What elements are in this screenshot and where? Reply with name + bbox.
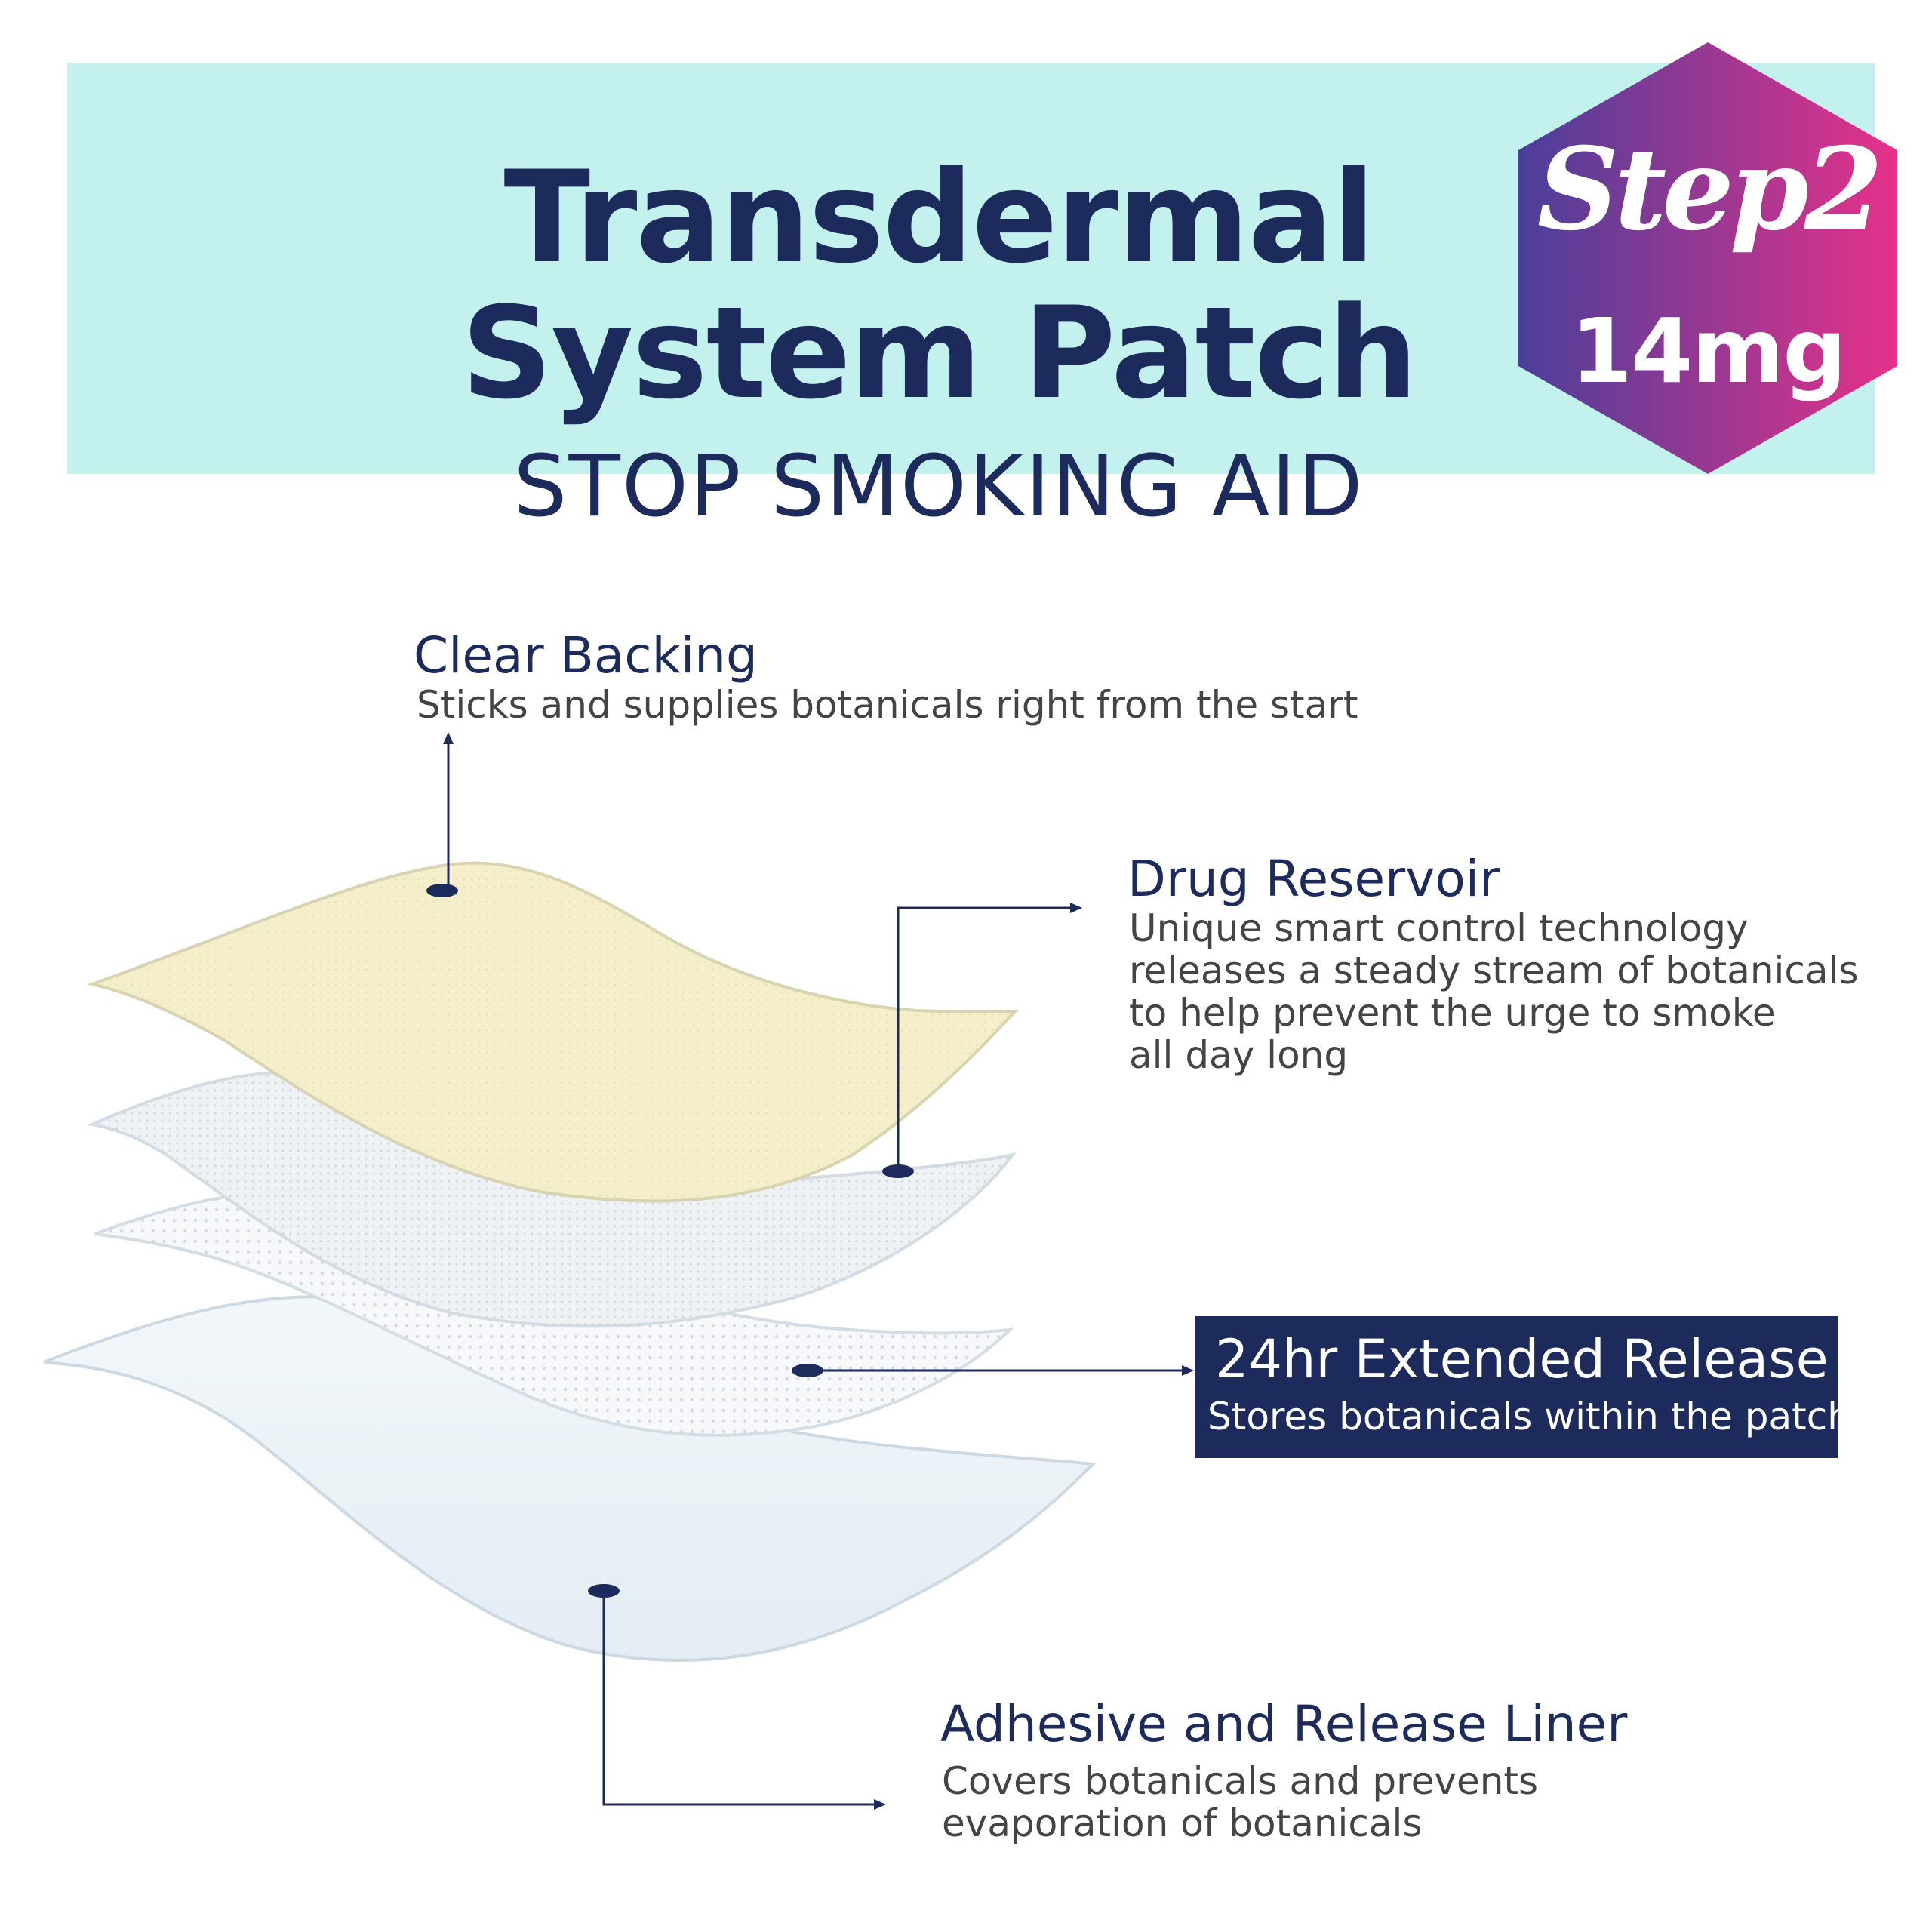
connector-extended-release (792, 1364, 1194, 1377)
title-line-2: System Patch (461, 279, 1418, 427)
adhesive-liner-description-line: Covers botanicals and prevents (942, 1759, 1539, 1803)
badge-step-label: Step2 (1537, 123, 1883, 256)
drug-reservoir-title: Drug Reservoir (1128, 850, 1500, 908)
reservoir-mesh-texture (92, 1071, 1013, 1327)
adhesive-liner-description-line: evaporation of botanicals (942, 1801, 1423, 1845)
extended-release-description: Stores botanicals within the patch (1208, 1395, 1851, 1438)
adhesive-liner-title: Adhesive and Release Liner (940, 1695, 1628, 1753)
layer-clear-backing (86, 861, 1019, 1203)
subtitle: STOP SMOKING AID (513, 438, 1364, 536)
drug-reservoir-description-line: all day long (1129, 1033, 1349, 1077)
drug-reservoir-description-line: to help prevent the urge to smoke (1129, 991, 1776, 1035)
clear-backing-description: Sticks and supplies botanicals right fro… (417, 683, 1358, 727)
connector-drug-reservoir (882, 903, 1082, 1178)
step-badge: Step2 14mg (1518, 42, 1897, 474)
badge-dose-label: 14mg (1571, 299, 1847, 403)
connector-clear-backing (426, 732, 458, 897)
drug-reservoir-description-line: Unique smart control technology (1129, 906, 1749, 950)
extended-release-title: 24hr Extended Release (1215, 1328, 1829, 1390)
title-line-1: Transdermal (503, 143, 1375, 291)
hexagon-badge-icon (1518, 42, 1897, 474)
clear-backing-title: Clear Backing (414, 626, 758, 685)
connector-adhesive-liner (588, 1584, 886, 1810)
extended-release-box: 24hr Extended Release Stores botanicals … (1195, 1316, 1851, 1458)
drug-reservoir-description-line: releases a steady stream of botanicals (1129, 949, 1859, 992)
